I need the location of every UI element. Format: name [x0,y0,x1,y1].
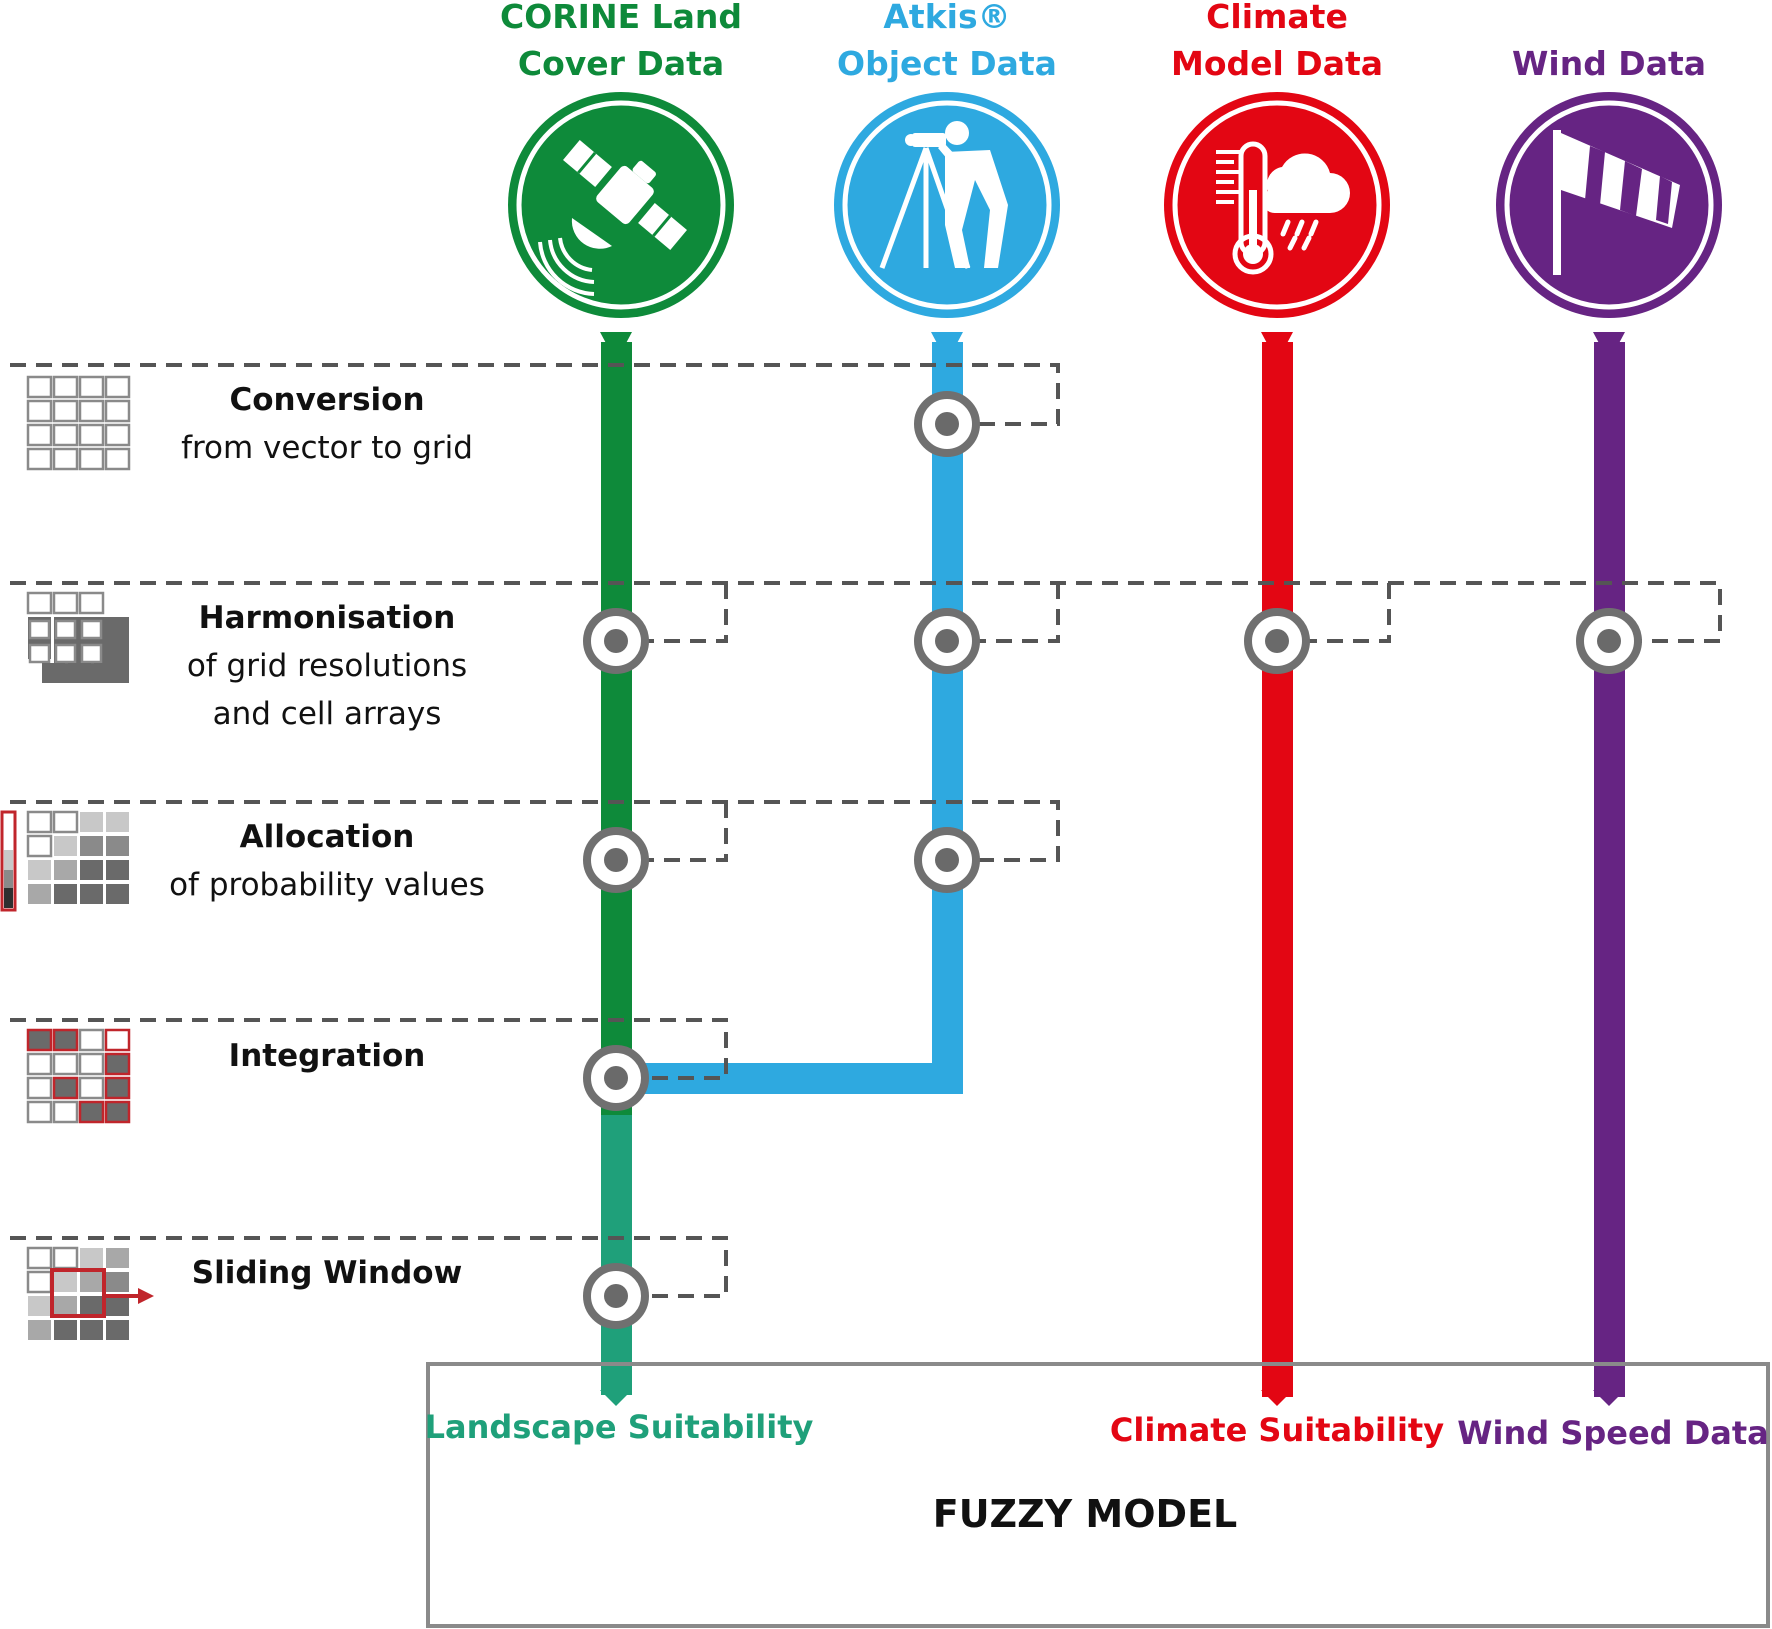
line-segment [1594,342,1625,1397]
sliding-window-icon [26,1246,154,1340]
process-node [914,608,980,674]
step-sliding: Sliding Window [192,1255,462,1291]
satellite-icon [538,140,687,296]
harmonisation-dash-atkis [963,583,1060,643]
line-corine [600,332,632,1406]
arrow-right-icon [138,1288,154,1304]
process-node [914,827,980,893]
source-badge-atkis [834,92,1060,318]
source-title-line: CORINE Land [500,0,742,36]
output-climate: Climate Suitability [1110,1411,1444,1449]
source-title-line: Atkis® [883,0,1010,36]
thermometer-cloud-icon [1216,141,1350,275]
process-nodes [583,391,1642,1329]
line-wind [1593,332,1625,1406]
source-badge-corine [508,92,734,318]
line-climate [1261,332,1293,1406]
process-node [1576,608,1642,674]
grid-merge-icon [26,591,129,683]
step-integration: Integration [229,1038,426,1074]
step-subtitle: and cell arrays [213,696,442,732]
line-segment [1262,342,1293,1397]
conversion-dash-top [10,363,1060,426]
line-arrow-head [1593,1390,1625,1406]
source-title-line: Model Data [1171,44,1383,83]
line-arrow-head [600,1390,632,1406]
step-title: Allocation [240,819,415,855]
vector-grid-icon [26,375,131,471]
process-node [583,1263,649,1329]
grid-overlay-icon [26,1028,131,1124]
output-wind: Wind Speed Data [1457,1414,1769,1452]
process-node [1244,608,1310,674]
line-segment [601,342,632,1120]
source-title-corine: CORINE Land Cover Data [500,0,742,83]
source-title-atkis: Atkis® Object Data [837,0,1057,83]
fuzzy-model-label: FUZZY MODEL [933,1492,1238,1536]
step-harmonisation: Harmonisation of grid resolutions and ce… [187,600,467,732]
integration-dash-top [10,1018,728,1080]
line-atkis [632,332,963,1094]
windsock-icon [1553,130,1680,275]
step-subtitle: from vector to grid [181,430,473,466]
step-subtitle: of probability values [169,867,485,903]
step-title: Sliding Window [192,1255,462,1291]
process-node [583,608,649,674]
source-title-line: Object Data [837,44,1057,83]
step-title: Conversion [229,382,424,418]
allocation-dash-top [10,800,1060,862]
fuzzy-model-box [426,1362,1770,1628]
dashed-boxes [10,363,1722,1298]
step-conversion: Conversion from vector to grid [181,382,473,466]
process-node [583,827,649,893]
harmonisation-dash-corine [632,583,728,643]
line-segment [601,1115,632,1395]
step-allocation: Allocation of probability values [169,819,485,903]
source-badge-wind [1496,92,1722,318]
step-title: Integration [229,1038,426,1074]
step-title: Harmonisation [199,600,456,636]
surveyor-icon [879,121,1008,269]
source-title-wind: Wind Data [1512,44,1706,83]
step-subtitle: of grid resolutions [187,648,467,684]
sliding-dash-top [10,1236,728,1298]
source-badge-climate [1164,92,1390,318]
line-arrow-head [1261,1390,1293,1406]
line-segment [932,342,963,1094]
process-node [583,1045,649,1111]
sliding-window-frame [50,1268,106,1318]
output-landscape: Landscape Suitability [425,1408,814,1446]
source-title-line: Cover Data [518,44,724,83]
process-node [914,391,980,457]
allocation-dash-corine [632,802,728,862]
source-title-climate: Climate Model Data [1171,0,1383,83]
harmonisation-dash-climate [1293,583,1391,643]
source-title-line: Climate [1206,0,1348,36]
source-title-line: Wind Data [1512,44,1706,83]
probability-grid-icon [0,810,129,912]
